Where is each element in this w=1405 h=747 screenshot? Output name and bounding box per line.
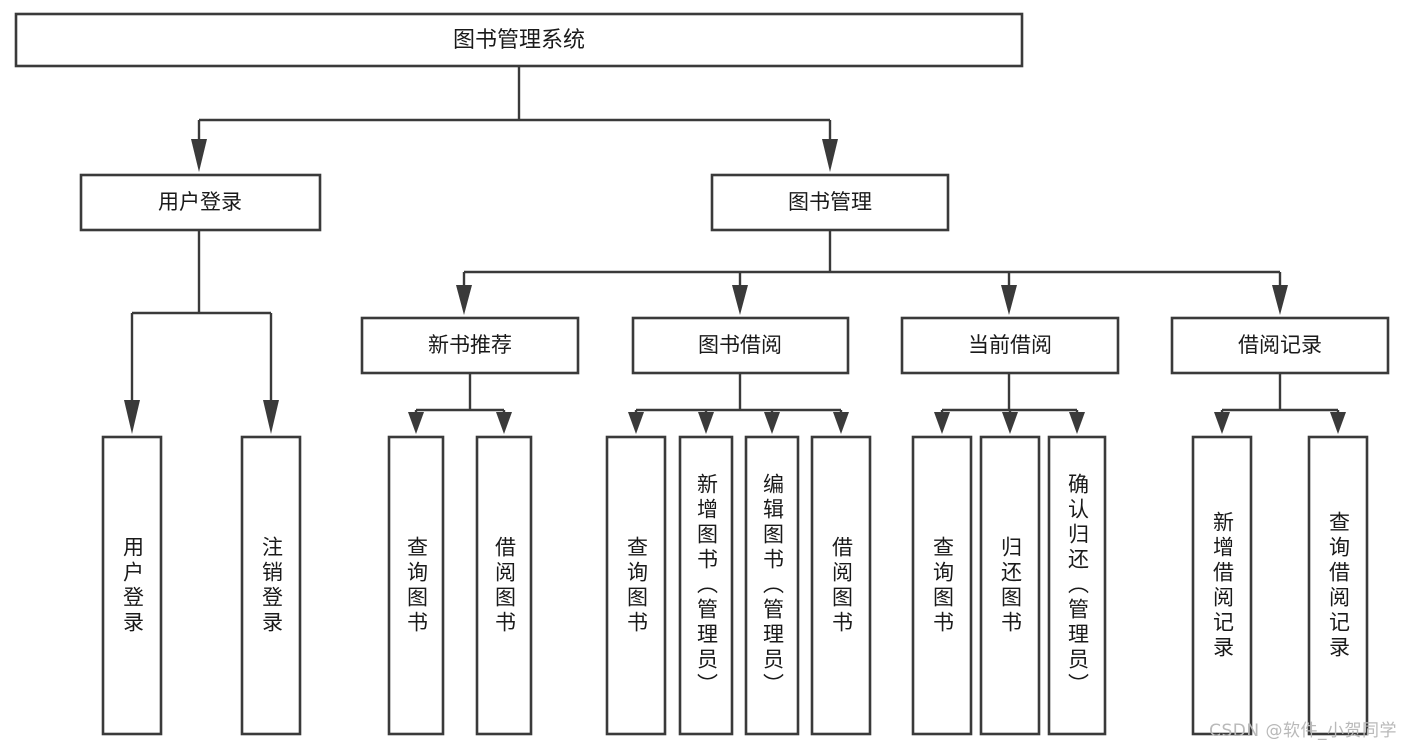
node-book-manage[interactable]: 图书管理 [710,173,950,232]
node-current-borrow[interactable]: 当前借阅 [900,316,1120,375]
arrow-head-current [1001,285,1017,315]
leaf-box-group [101,435,1369,736]
leaf-node-box[interactable] [979,435,1041,736]
node-book-borrow-label: 图书借阅 [698,333,782,357]
leaf-node-box[interactable] [911,435,973,736]
leaf-node-box[interactable] [744,435,800,736]
connector-group-borrow-to-leaves [628,373,849,434]
arrow-head-cb-confirm [1069,412,1085,434]
node-borrow-records-label: 借阅记录 [1238,333,1322,357]
arrow-head-leaf-logout [263,400,279,434]
node-new-book-recommend-box[interactable] [360,316,580,375]
arrow-head-nb-query [408,412,424,434]
node-new-book-recommend[interactable]: 新书推荐 [360,316,580,375]
arrow-head-book-manage [822,139,838,172]
node-book-borrow[interactable]: 图书借阅 [631,316,850,375]
node-current-borrow-label: 当前借阅 [968,333,1052,357]
node-current-borrow-box[interactable] [900,316,1120,375]
arrow-head-cb-query [934,412,950,434]
arrow-head-borrow [732,285,748,315]
arrow-head-newbook [456,285,472,315]
node-user-login-label: 用户登录 [158,190,242,214]
node-root-box[interactable] [14,12,1024,68]
leaf-node-box[interactable] [810,435,872,736]
leaf-node-box[interactable] [678,435,734,736]
node-borrow-records-box[interactable] [1170,316,1390,375]
node-book-manage-box[interactable] [710,173,950,232]
node-book-borrow-box[interactable] [631,316,850,375]
arrow-head-rc-query [1330,412,1346,434]
arrow-head-leaf-user-login [124,400,140,434]
leaf-node-box[interactable] [240,435,302,736]
leaf-node-box[interactable] [605,435,667,736]
leaf-node-box[interactable] [1307,435,1369,736]
arrow-head-bw-add [698,412,714,434]
leaf-node-box[interactable] [101,435,163,736]
leaf-node-box[interactable] [1047,435,1107,736]
arrow-head-records [1272,285,1288,315]
connector-group-current-to-leaves [934,373,1085,434]
arrow-head-bw-query [628,412,644,434]
node-user-login[interactable]: 用户登录 [79,173,322,232]
arrow-head-user-login [191,139,207,172]
arrow-head-bw-edit [764,412,780,434]
connector-group-bookmanage-to-level3 [456,230,1288,315]
node-new-book-recommend-label: 新书推荐 [428,333,512,357]
watermark-text: CSDN @软件_小贺同学 [1209,721,1397,741]
arrow-head-nb-borrow [496,412,512,434]
leaf-node-box[interactable] [1191,435,1253,736]
arrow-head-bw-borrow [833,412,849,434]
leaf-node-box[interactable] [387,435,445,736]
connector-group-root-to-level2 [191,66,838,172]
node-root-label: 图书管理系统 [453,28,585,53]
connector-group-userlogin-to-leaves [124,230,279,434]
node-root[interactable]: 图书管理系统 [14,12,1024,68]
leaf-node-box[interactable] [475,435,533,736]
node-user-login-box[interactable] [79,173,322,232]
node-book-manage-label: 图书管理 [788,190,872,214]
connector-group-newbook-to-leaves [408,373,512,434]
node-borrow-records[interactable]: 借阅记录 [1170,316,1390,375]
arrow-head-rc-add [1214,412,1230,434]
connector-group-records-to-leaves [1214,373,1346,434]
arrow-head-cb-return [1002,412,1018,434]
